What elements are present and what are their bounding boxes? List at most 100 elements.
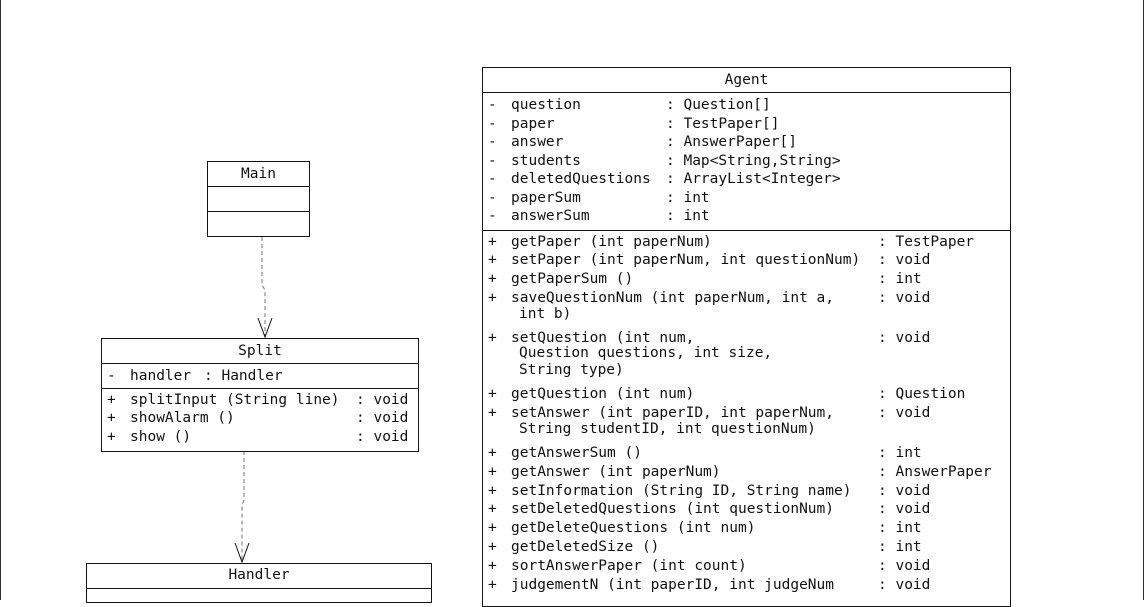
member-type: : int [666,208,710,224]
visibility-marker: - [488,97,497,113]
member-type: : void [878,405,931,422]
attribute-row: -handler: Handler [102,367,418,386]
attributes-compartment [208,187,309,212]
method-row: + getQuestion (int num) : Question [483,385,1010,404]
visibility-marker: + [488,445,497,462]
member-type: : int [878,539,922,556]
member-type: : void [878,557,931,574]
visibility-marker: + [488,252,497,269]
class-name: Agent [483,68,1010,93]
member-type: : Handler [204,368,283,384]
member-name: answer [511,134,564,150]
visibility-marker: + [488,405,497,422]
class-handler[interactable]: Handler [86,563,432,603]
attribute-row: -answer : AnswerPaper[] [483,133,1010,152]
method-row: +saveQuestionNum (int paperNum, int a,: … [483,289,1010,329]
visibility-marker: - [488,134,497,150]
member-name: getDeleteQuestions (int num) [511,520,756,537]
member-name: setPaper (int paperNum, int questionNum) [511,252,861,269]
attribute-row: -question: Question[] [483,96,1010,115]
class-name: Main [208,162,309,187]
method-row: +judgementN (int paperID, int judgeNum: … [483,576,1010,595]
visibility-marker: - [488,171,497,187]
member-name: getAnswer (int paperNum) [511,463,721,480]
dependency-split-handler [241,451,245,562]
method-row: +getPaper (int paperNum): TestPaper [483,233,1010,252]
member-name: splitInput (String line) [130,391,340,408]
member-name: setDeletedQuestions (int questionNum) [511,501,835,518]
member-type: : void [878,576,931,593]
member-type: : TestPaper [878,233,975,250]
member-type: : TestPaper[] [666,115,780,132]
member-type: : Map<String,String> [666,152,841,169]
member-type: : int [878,271,922,288]
member-type: : Question [878,386,966,403]
visibility-marker: + [107,428,116,445]
member-name: showAlarm () [130,410,235,426]
class-name: Split [102,339,418,364]
visibility-marker: + [488,271,497,288]
member-type: : void [356,410,409,426]
member-name-continuation: int b) [519,305,572,322]
visibility-marker: + [488,482,497,499]
member-name: getAnswerSum () [511,445,642,462]
member-type: : void [356,391,409,408]
member-type: : ArrayList<Integer> [666,171,841,187]
visibility-marker: + [488,386,497,403]
member-type: : void [878,289,931,306]
attributes-compartment: -handler: Handler [102,364,418,389]
member-name: handler [130,368,192,384]
attribute-row: -paper : TestPaper[] [483,115,1010,134]
methods-compartment [208,212,309,237]
arrowhead-split [257,317,273,339]
attributes-compartment: -question: Question[]-paper: TestPaper[]… [483,93,1010,231]
member-type: : AnswerPaper[] [666,134,797,150]
member-name: getQuestion (int num) [511,386,695,403]
visibility-marker: - [488,208,497,224]
attribute-row: -deletedQuestions: ArrayList<Integer> [483,170,1010,189]
visibility-marker: - [488,115,497,132]
class-agent[interactable]: Agent -question: Question[]-paper: TestP… [482,67,1011,607]
member-name: getDeletedSize () [511,539,660,556]
visibility-marker: - [488,152,497,169]
method-row: +getAnswer (int paperNum): AnswerPaper [483,463,1010,482]
class-split[interactable]: Split -handler: Handler +splitInput (Str… [101,338,419,452]
member-name: setQuestion (int num, [511,329,695,346]
visibility-marker: + [488,463,497,480]
member-type: : int [878,520,922,537]
methods-compartment: + splitInput (String line) : void + showAlar… [102,389,418,449]
member-name: answerSum [511,208,590,224]
member-type: : void [878,329,931,346]
arrowhead-handler [234,542,250,564]
member-type: : void [356,428,409,445]
member-name: saveQuestionNum (int paperNum, int a, [511,289,835,306]
visibility-marker: + [488,539,497,556]
attribute-row: -answerSum : int [483,207,1010,226]
method-row: +getPaperSum (): int [483,270,1010,289]
member-type: : void [878,501,931,518]
attribute-row: -paperSum: int [483,189,1010,208]
member-type: : int [878,445,922,462]
method-row: + getAnswerSum () : int [483,444,1010,463]
visibility-marker: + [107,410,116,426]
method-row: +setDeletedQuestions (int questionNum): … [483,500,1010,519]
member-name: sortAnswerPaper (int count) [511,557,747,574]
method-row: + getDeletedSize () : int [483,538,1010,557]
class-main[interactable]: Main [207,161,310,237]
method-row: + showAlarm () : void [102,409,418,428]
visibility-marker: + [107,391,116,408]
member-name: judgementN (int paperID, int judgeNum [511,576,835,593]
member-type: : void [878,482,931,499]
method-row: +show (): void [102,428,418,447]
method-row: +setAnswer (int paperID, int paperNum,: … [483,404,1010,444]
member-name: getPaper (int paperNum) [511,233,712,250]
methods-compartment: + getPaper (int paperNum) : TestPaper + setP… [483,231,1010,597]
member-name: setInformation (String ID, String name) [511,482,852,499]
dependency-main-split [261,237,266,336]
member-name: paper [511,115,555,132]
member-type: : int [666,189,710,206]
method-row: +getDeleteQuestions (int num): int [483,519,1010,538]
visibility-marker: + [488,557,497,574]
member-type: : Question[] [666,97,771,113]
visibility-marker: - [488,189,497,206]
